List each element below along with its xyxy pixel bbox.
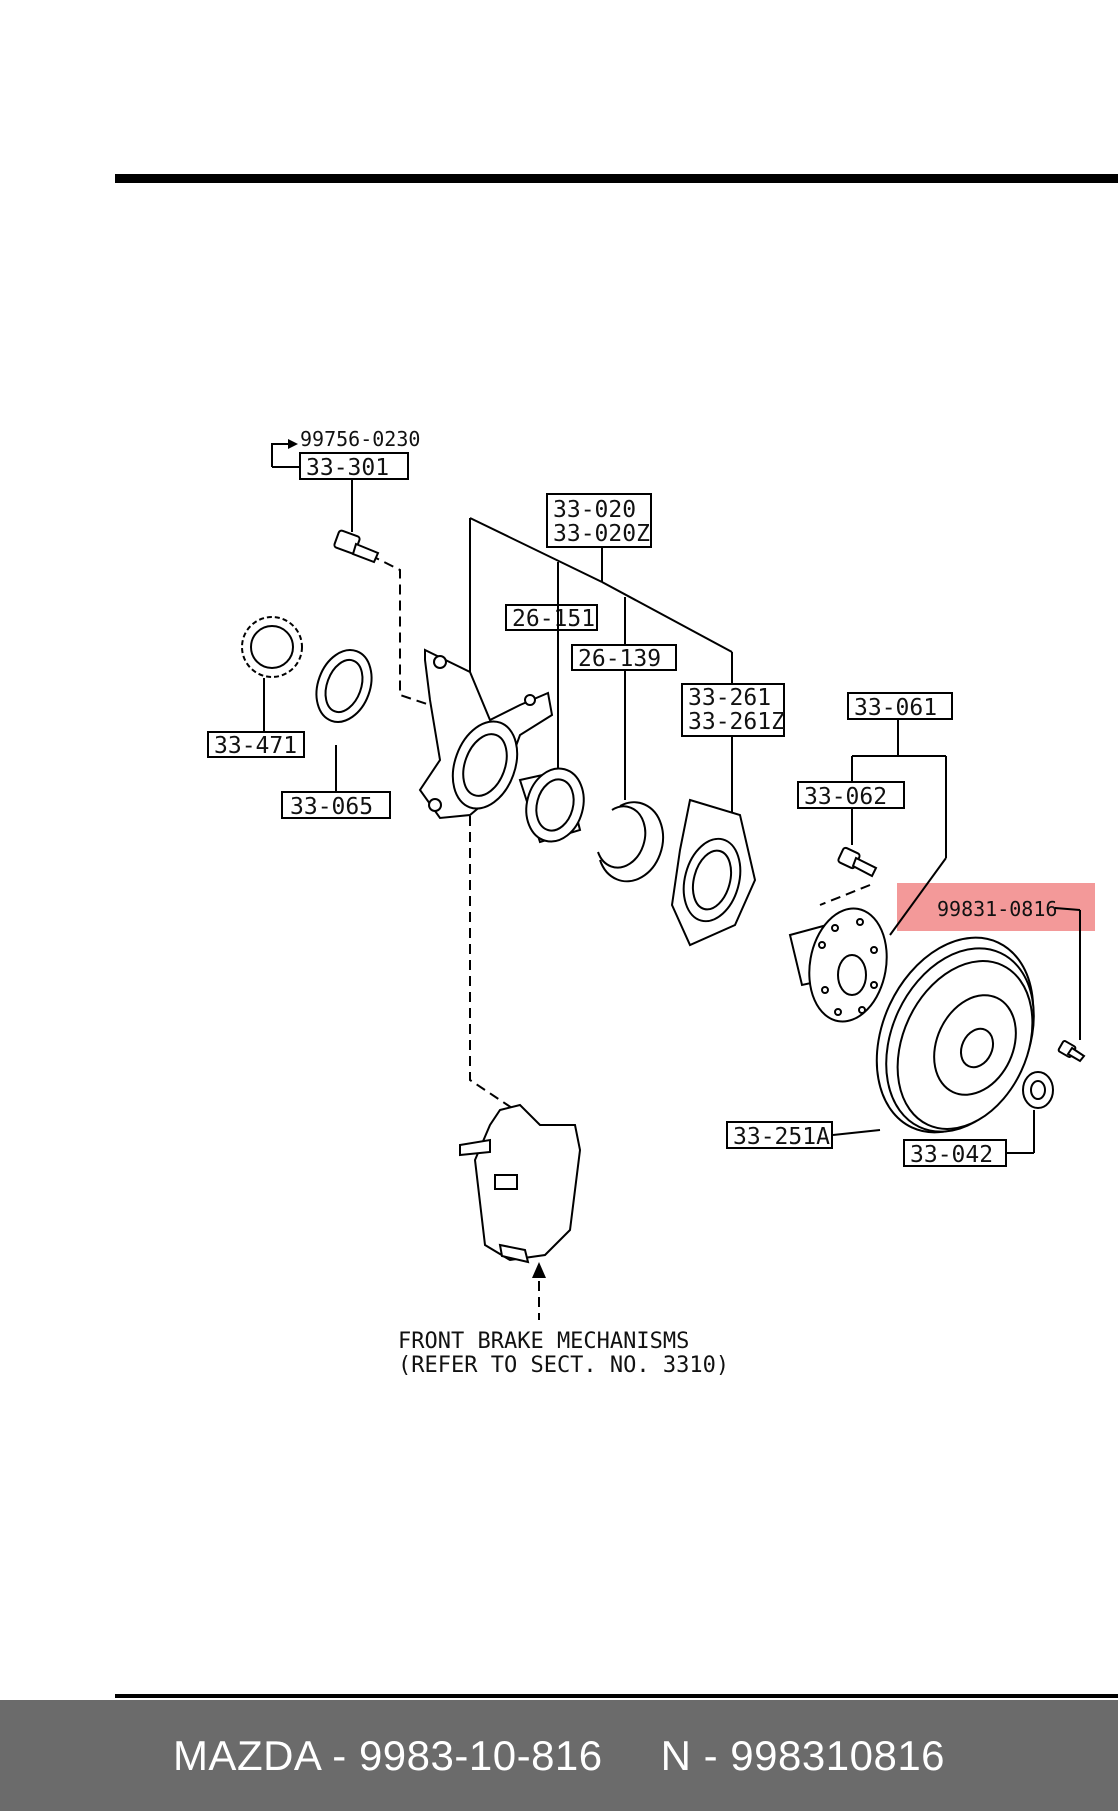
label-33-020[interactable]: 33-020 33-020Z bbox=[546, 493, 652, 548]
part-33-251a: 33-251A bbox=[733, 1124, 830, 1150]
label-99831-0816-highlighted[interactable]: 99831-0816 bbox=[897, 883, 1095, 931]
seal-33-065 bbox=[315, 649, 373, 723]
screw-99831-0816 bbox=[1057, 1040, 1086, 1063]
part-26-139: 26-139 bbox=[578, 646, 661, 672]
brake-caliper bbox=[459, 1103, 582, 1264]
arrow-up-icon bbox=[532, 1262, 546, 1278]
label-33-261[interactable]: 33-261 33-261Z bbox=[681, 683, 785, 737]
part-33-020z: 33-020Z bbox=[553, 521, 650, 547]
label-33-061[interactable]: 33-061 bbox=[847, 692, 953, 721]
part-33-061: 33-061 bbox=[854, 695, 937, 721]
label-99756-0230[interactable]: 99756-0230 bbox=[271, 427, 420, 468]
label-26-151[interactable]: 26-151 bbox=[505, 604, 598, 632]
footer-part-numbers: MAZDA - 9983-10-816 N - 998310816 bbox=[0, 1700, 1118, 1811]
hub-33-061 bbox=[788, 907, 888, 1023]
bolt-33-301 bbox=[333, 529, 380, 564]
part-99831-0816: 99831-0816 bbox=[937, 897, 1057, 921]
part-33-062: 33-062 bbox=[804, 784, 887, 810]
part-99756-0230: 99756-0230 bbox=[300, 427, 420, 451]
note-front-brake: FRONT BRAKE MECHANISMS bbox=[398, 1329, 689, 1354]
label-33-301[interactable]: 33-301 bbox=[299, 452, 409, 481]
abs-ring-33-471 bbox=[241, 616, 303, 678]
top-rule bbox=[115, 174, 1118, 183]
label-33-042[interactable]: 33-042 bbox=[903, 1139, 1007, 1168]
part-33-020: 33-020 bbox=[553, 497, 636, 523]
brake-disc-33-251a bbox=[875, 936, 1035, 1134]
footer-n-part: N - 998310816 bbox=[660, 1731, 946, 1779]
snap-ring-26-139 bbox=[597, 801, 664, 883]
note-refer-section: (REFER TO SECT. NO. 3310) bbox=[398, 1353, 729, 1378]
label-33-062[interactable]: 33-062 bbox=[797, 781, 905, 810]
label-33-065[interactable]: 33-065 bbox=[281, 791, 391, 820]
label-26-139[interactable]: 26-139 bbox=[571, 644, 677, 672]
part-33-065: 33-065 bbox=[290, 794, 373, 820]
part-33-261z: 33-261Z bbox=[688, 709, 785, 735]
highlight-box bbox=[897, 883, 1095, 931]
label-33-251a[interactable]: 33-251A bbox=[726, 1121, 833, 1150]
hub-bolt-33-062 bbox=[837, 846, 878, 878]
lug-nut-33-042 bbox=[1022, 1071, 1054, 1109]
footer-brand-part: MAZDA - 9983-10-816 bbox=[172, 1731, 603, 1779]
part-26-151: 26-151 bbox=[512, 606, 595, 632]
part-33-261: 33-261 bbox=[688, 685, 771, 711]
part-33-042: 33-042 bbox=[910, 1142, 993, 1168]
bottom-rule bbox=[115, 1694, 1118, 1698]
part-33-471: 33-471 bbox=[214, 733, 297, 759]
wheel-bearing-26-151 bbox=[518, 767, 585, 844]
label-33-471[interactable]: 33-471 bbox=[207, 731, 305, 759]
knuckle bbox=[418, 648, 554, 820]
part-33-301: 33-301 bbox=[306, 455, 389, 481]
dust-shield-33-261 bbox=[670, 798, 757, 947]
